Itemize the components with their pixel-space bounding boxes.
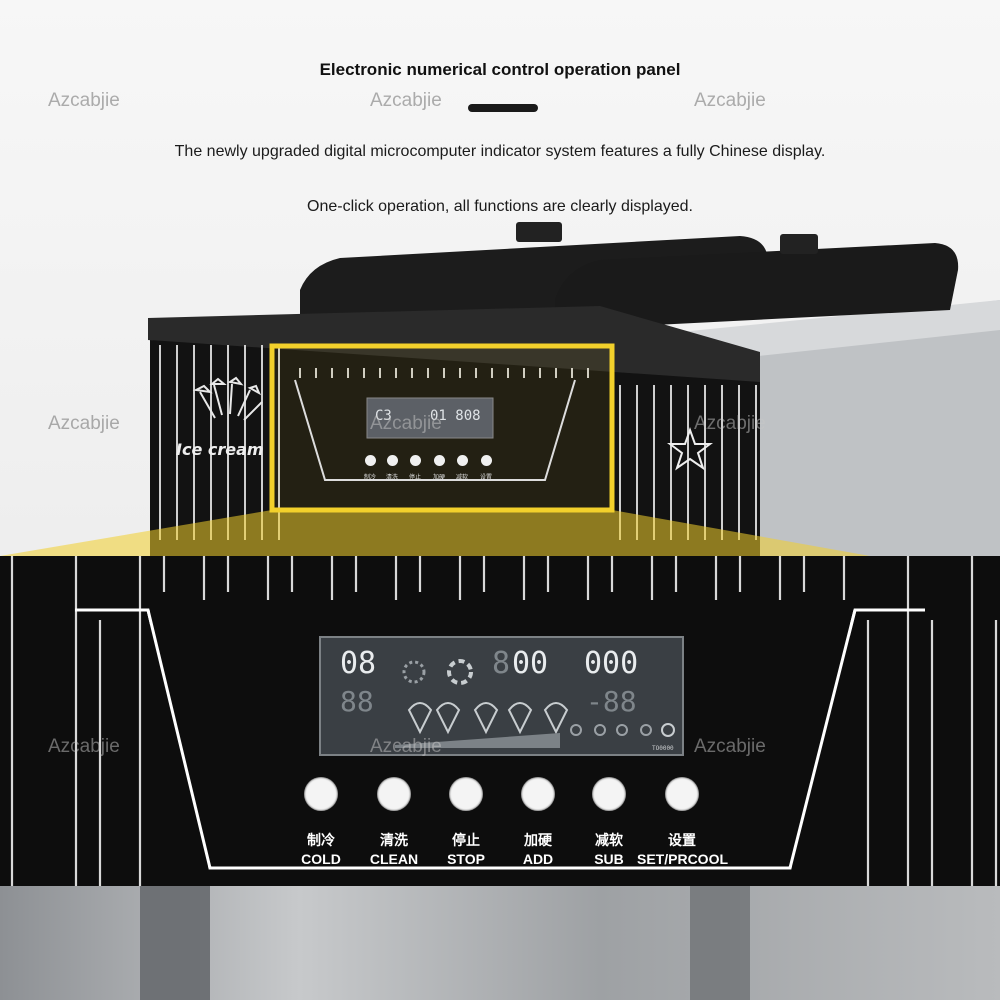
watermark: Azcabjie xyxy=(370,90,442,111)
lcd-top-right: 000 xyxy=(584,646,638,681)
machine-button-clean[interactable] xyxy=(387,455,398,466)
button-label-en: COLD xyxy=(301,851,341,867)
svg-text:01 808: 01 808 xyxy=(430,408,481,424)
machine-button-label: 设置 xyxy=(479,475,492,481)
machine-button-label: 清洗 xyxy=(385,475,398,481)
watermark: Azcabjie xyxy=(370,413,442,434)
small-display xyxy=(366,397,494,439)
panel-button-cold[interactable] xyxy=(304,777,338,811)
watermark: Azcabjie xyxy=(694,736,766,757)
machine-front-panel xyxy=(150,340,760,560)
watermark: Azcabjie xyxy=(694,90,766,111)
panel-button-sub[interactable] xyxy=(592,777,626,811)
description-line-2: One-click operation, all functions are c… xyxy=(307,198,693,215)
lcd-code: TO0000 xyxy=(652,745,674,752)
button-label-en: CLEAN xyxy=(369,851,419,867)
lcd-top-mid: 00 xyxy=(512,646,548,681)
panel-button-label: 设置 SET/PRCOOL xyxy=(637,831,729,869)
lcd-bottom-right: -88 xyxy=(586,685,637,718)
machine-button-label: 加硬 xyxy=(432,475,445,481)
highlight-box xyxy=(269,343,615,513)
machine-button-label: 减软 xyxy=(455,475,468,481)
cone-icon xyxy=(435,702,461,735)
panel-button-label: 清洗 CLEAN xyxy=(349,831,439,869)
button-label-en: ADD xyxy=(522,851,554,867)
panel-button-add[interactable] xyxy=(521,777,555,811)
svg-text:Ice cream: Ice cream xyxy=(176,440,264,459)
cone-icon xyxy=(543,702,569,735)
page-title: Electronic numerical control operation p… xyxy=(319,60,681,79)
panel-button-set-prcool[interactable] xyxy=(665,777,699,811)
star-icon xyxy=(667,427,713,471)
watermark: Azcabjie xyxy=(48,413,120,434)
button-label-cn: 清洗 xyxy=(380,832,408,848)
machine-button-sub[interactable] xyxy=(457,455,468,466)
machine-button-cold[interactable] xyxy=(365,455,376,466)
ice-cream-logo xyxy=(192,376,263,421)
svg-text:C3: C3 xyxy=(375,408,392,424)
machine-button-add[interactable] xyxy=(434,455,445,466)
watermark: Azcabjie xyxy=(48,90,120,111)
panel-button-label: 停止 STOP xyxy=(421,831,511,869)
button-label-en: SET/PRCOOL xyxy=(637,851,729,867)
machine-button-set-prcool[interactable] xyxy=(481,455,492,466)
cone-icon xyxy=(473,702,499,735)
panel-button-label: 加硬 ADD xyxy=(493,831,583,869)
button-label-en: STOP xyxy=(447,851,485,867)
cone-icon xyxy=(507,702,533,735)
machine-button-stop[interactable] xyxy=(410,455,421,466)
button-label-en: SUB xyxy=(594,851,624,867)
watermark: Azcabjie xyxy=(48,736,120,757)
button-label-cn: 停止 xyxy=(452,832,480,848)
button-label-cn: 加硬 xyxy=(524,832,552,848)
button-label-cn: 设置 xyxy=(668,832,696,848)
machine-button-label: 停止 xyxy=(408,475,421,481)
machine-illustration: C3 01 808 Ice cream xyxy=(0,222,1000,560)
description-line-1: The newly upgraded digital microcomputer… xyxy=(174,143,826,160)
lcd-top-left: 08 xyxy=(340,646,376,681)
cone-icon xyxy=(407,702,433,735)
title-divider xyxy=(468,104,538,112)
snowflake-icon xyxy=(402,660,426,684)
watermark: Azcabjie xyxy=(370,736,442,757)
button-label-cn: 减软 xyxy=(595,832,623,848)
watermark: Azcabjie xyxy=(694,413,766,434)
panel-button-label: 制冷 COLD xyxy=(276,831,366,869)
fan-icon xyxy=(447,659,473,685)
lcd-bottom-left: 88 xyxy=(340,685,374,718)
panel-button-stop[interactable] xyxy=(449,777,483,811)
svg-text:8: 8 xyxy=(492,646,510,681)
panel-button-label: 减软 SUB xyxy=(564,831,654,869)
button-label-cn: 制冷 xyxy=(307,832,335,848)
panel-button-clean[interactable] xyxy=(377,777,411,811)
machine-button-label: 制冷 xyxy=(363,475,376,481)
